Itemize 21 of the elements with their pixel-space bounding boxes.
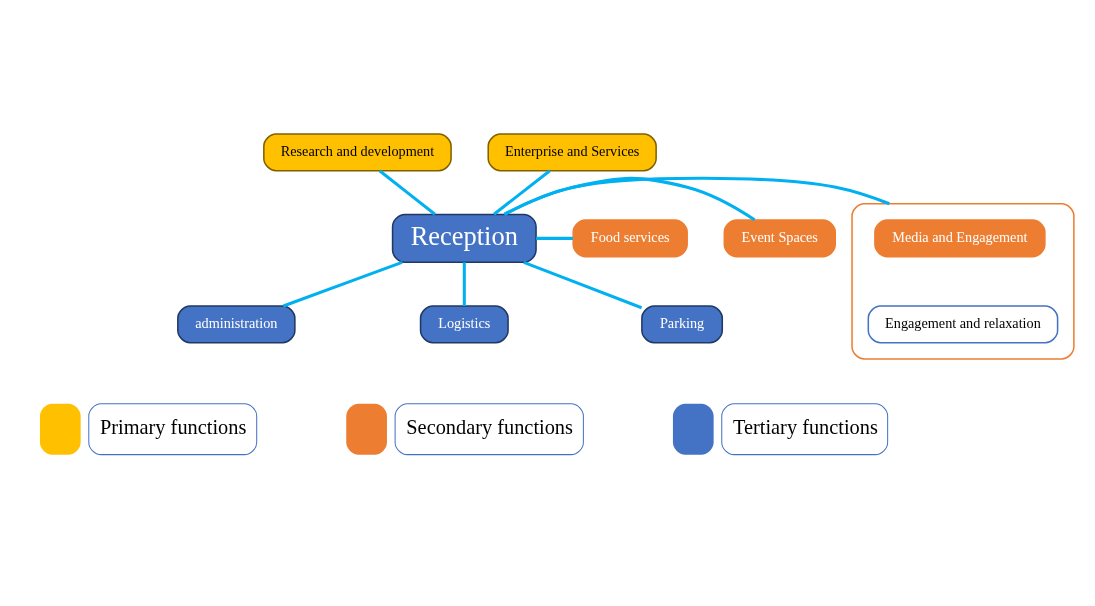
legend-label: Primary functions bbox=[99, 416, 247, 439]
node-box: Engagement and relaxation bbox=[867, 305, 1059, 344]
connector bbox=[493, 169, 551, 216]
node-box: Food services bbox=[572, 219, 688, 258]
connector bbox=[462, 262, 466, 307]
node-box: Parking bbox=[641, 305, 724, 344]
node-box: Media and Engagement bbox=[874, 219, 1046, 258]
node-box: administration bbox=[177, 305, 296, 344]
node-box: Event Spaces bbox=[723, 219, 836, 258]
connector bbox=[503, 176, 756, 222]
legend-label: Secondary functions bbox=[406, 416, 573, 439]
connector bbox=[378, 169, 436, 216]
node-box: Enterprise and Services bbox=[487, 133, 657, 172]
connector bbox=[523, 260, 643, 310]
node-box: Research and development bbox=[263, 133, 452, 172]
node-box: Logistics bbox=[419, 305, 509, 344]
node-box: Reception bbox=[391, 213, 537, 264]
connector bbox=[282, 260, 403, 308]
connector bbox=[536, 236, 573, 240]
cluster bbox=[851, 203, 1075, 360]
legend-label: Tertiary functions bbox=[732, 416, 878, 439]
